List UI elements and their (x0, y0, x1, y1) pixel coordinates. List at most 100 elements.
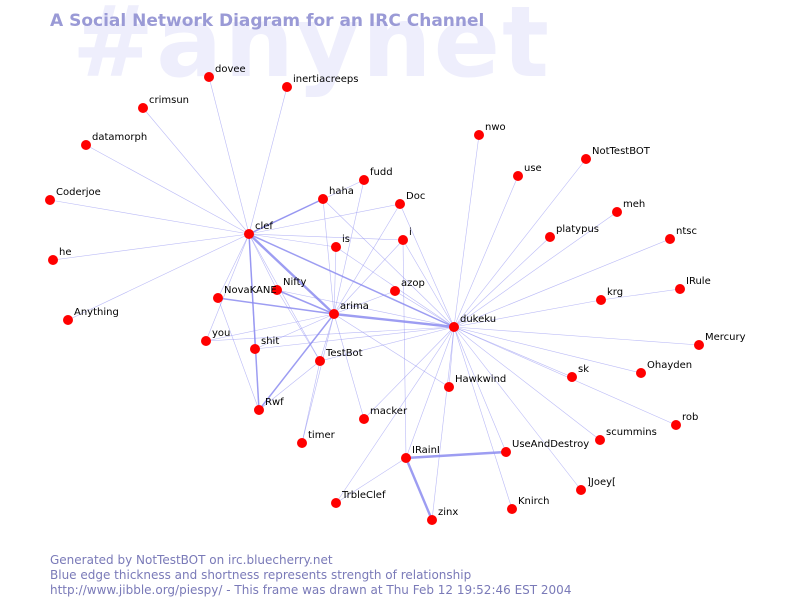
node-rob[interactable]: rob (671, 412, 698, 430)
node-scummins[interactable]: scummins (595, 427, 657, 445)
node-he[interactable]: he (48, 247, 72, 265)
node-dot (204, 72, 214, 82)
node-label: fudd (370, 167, 393, 178)
node-label: is (342, 234, 350, 245)
edge-clef-dovee (208, 76, 250, 235)
edge-arima-dukeku (333, 312, 455, 329)
node-label: Nifty (283, 277, 307, 288)
edge-clef-rwf (248, 233, 260, 411)
node-label: you (212, 328, 230, 339)
node-ntsc[interactable]: ntsc (665, 226, 697, 244)
edge-dukeku-trbleclef (335, 326, 455, 504)
node-dot (636, 368, 646, 378)
node-haha[interactable]: haha (318, 186, 354, 204)
node-zinx[interactable]: zinx (427, 507, 458, 525)
node-label: i (409, 227, 412, 238)
footer: Generated by NotTestBOT on irc.bluecherr… (50, 553, 571, 598)
node-label: krg (607, 287, 623, 298)
node-label: he (59, 247, 72, 258)
node-ohayden[interactable]: Ohayden (636, 360, 692, 378)
node-crimsun[interactable]: crimsun (138, 95, 189, 113)
node-is[interactable]: is (331, 234, 350, 252)
edge-arima-is (333, 246, 337, 315)
edge-arima-i (333, 239, 404, 315)
node-dot (581, 154, 591, 164)
edge-testbot-timer (301, 360, 321, 444)
node-i[interactable]: i (398, 227, 412, 245)
node-dot (401, 453, 411, 463)
edge-dukeku-useanddestroy (453, 326, 507, 453)
node-label: Ohayden (647, 360, 692, 371)
node-nifty[interactable]: Nifty (272, 277, 307, 295)
node-nottestbot[interactable]: NotTestBOT (581, 146, 651, 164)
edge-clef-i (248, 233, 404, 241)
node-hawkwind[interactable]: Hawkwind (444, 374, 506, 392)
node-clef[interactable]: clef (244, 221, 273, 239)
edge-dukeku-knirch (453, 326, 513, 510)
node-azop[interactable]: azop (390, 278, 425, 296)
edge-testbot-rwf (258, 360, 321, 411)
node-label: rob (682, 412, 698, 423)
node-mercury[interactable]: Mercury (694, 332, 746, 350)
node-testbot[interactable]: TestBot (315, 348, 363, 366)
edge-dukeku-doc (399, 203, 455, 328)
node-dovee[interactable]: dovee (204, 64, 246, 82)
node-coderjoe[interactable]: Coderjoe (45, 187, 101, 205)
node-iraini[interactable]: IRainI (401, 445, 440, 463)
node-anything[interactable]: Anything (63, 307, 119, 325)
node-arima[interactable]: arima (329, 301, 369, 319)
edge-iraini-trbleclef (335, 457, 407, 504)
edge-dukeku-nifty (276, 289, 455, 328)
node-nwo[interactable]: nwo (474, 122, 506, 140)
node-inertiacreeps[interactable]: inertiacreeps (282, 74, 358, 92)
node-sk[interactable]: sk (567, 364, 589, 382)
node-macker[interactable]: macker (359, 406, 408, 424)
node-timer[interactable]: timer (297, 430, 336, 448)
footer-source-link[interactable]: http://www.jibble.org/piespy/ - This fra… (50, 583, 572, 597)
edge-dukeku-rob (453, 326, 677, 426)
node-label: TrbleClef (341, 490, 386, 501)
node-use[interactable]: use (513, 163, 542, 181)
node-dot (567, 372, 577, 382)
node-dot (398, 235, 408, 245)
node-label: datamorph (92, 132, 147, 143)
page-title: A Social Network Diagram for an IRC Chan… (50, 11, 485, 31)
edge-dukeku-nwo (453, 134, 480, 328)
edge-novakane-rwf (217, 297, 260, 411)
node-dukeku[interactable]: dukeku (449, 314, 496, 332)
node-knirch[interactable]: Knirch (507, 496, 549, 514)
node-dot (331, 242, 341, 252)
edge-arima-nifty (276, 289, 335, 315)
node-joey[interactable]: ]Joey[ (576, 477, 616, 495)
node-datamorph[interactable]: datamorph (81, 132, 147, 150)
node-krg[interactable]: krg (596, 287, 623, 305)
node-meh[interactable]: meh (612, 199, 645, 217)
node-trbleclef[interactable]: TrbleClef (331, 490, 386, 508)
node-dot (81, 140, 91, 150)
node-dot (501, 447, 511, 457)
node-irule[interactable]: IRule (675, 276, 711, 294)
node-platypus[interactable]: platypus (545, 224, 599, 242)
edge-clef-testbot (248, 233, 321, 362)
node-label: Anything (74, 307, 119, 318)
edge-clef-novakane (217, 233, 250, 299)
node-dot (390, 286, 400, 296)
node-doc[interactable]: Doc (395, 191, 425, 209)
node-useanddestroy[interactable]: UseAndDestroy (501, 439, 589, 457)
node-label: TestBot (325, 348, 363, 359)
node-label: UseAndDestroy (512, 439, 589, 450)
node-you[interactable]: you (201, 328, 230, 346)
edge-clef-crimsun (142, 107, 250, 235)
edge-dukeku-meh (453, 211, 618, 328)
node-novakane[interactable]: NovaKANE (213, 285, 277, 303)
node-dot (675, 284, 685, 294)
node-dot (272, 285, 282, 295)
node-rwf[interactable]: Rwf (254, 397, 284, 415)
edge-arima-testbot (319, 313, 335, 362)
node-dot (297, 438, 307, 448)
node-fudd[interactable]: fudd (359, 167, 393, 185)
node-dot (545, 232, 555, 242)
node-shit[interactable]: shit (250, 336, 279, 354)
edge-dukeku-hawkwind (448, 326, 455, 388)
edge-dukeku-haha (322, 198, 455, 328)
